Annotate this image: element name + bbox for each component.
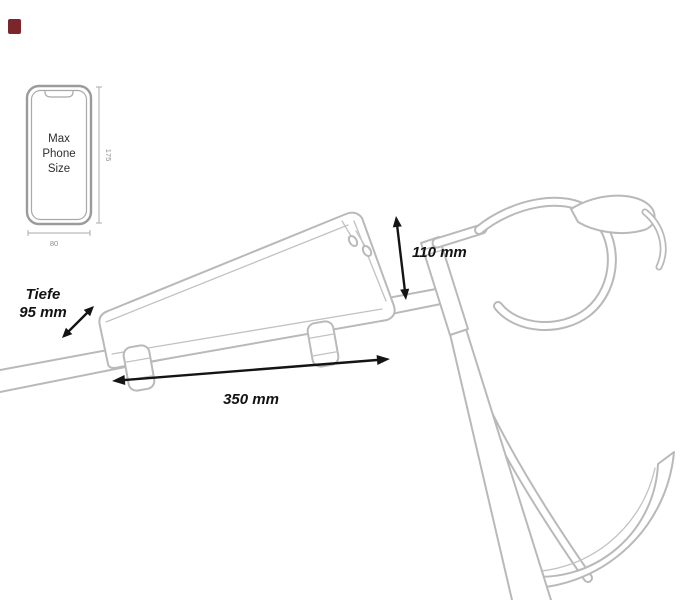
height-arrow-line [396, 225, 406, 291]
zipper-pull-tab-2 [361, 244, 373, 258]
length-arrow-line [123, 358, 379, 382]
bag-base-line [111, 308, 383, 355]
zipper-pull-1 [341, 220, 359, 248]
length-arrowhead-right [376, 355, 390, 365]
zipper-pull-tab-1 [347, 234, 359, 248]
brake-lever-inner [643, 210, 665, 269]
depth-arrowhead-lower [62, 327, 73, 338]
brand-mark [8, 19, 21, 34]
height-arrowhead-bottom [400, 288, 410, 300]
height-arrow [392, 216, 410, 300]
depth-arrowhead-upper [83, 306, 94, 317]
dimension-annotations: Tiefe 95 mm 110 mm 350 mm [19, 216, 467, 408]
bag-side-fold-line [353, 220, 387, 302]
down-tube-right-edge [465, 328, 552, 600]
phone-label-line-3: Size [48, 163, 70, 175]
zipper-pull-2 [355, 230, 373, 258]
height-label: 110 mm [412, 244, 467, 261]
phone-height-label: 175 [104, 149, 113, 162]
phone-label-line-1: Max [48, 133, 70, 145]
bag-zipper-line [105, 224, 349, 323]
drop-handlebar-inner [476, 198, 615, 330]
headset-spacer-line-2 [423, 249, 443, 257]
depth-label-line-2: 95 mm [19, 304, 67, 321]
strap-rear-line-2 [311, 350, 339, 357]
front-fender-detail-line [523, 467, 656, 573]
front-fender [511, 451, 675, 590]
strap-rear [306, 320, 340, 368]
strap-rear-line-1 [308, 333, 336, 340]
depth-arrow [62, 306, 94, 338]
strap-front-line-1 [124, 357, 152, 364]
head-tube [420, 236, 469, 336]
depth-label-line-1: Tiefe [26, 286, 61, 303]
zipper-cord-2 [355, 230, 366, 247]
length-arrowhead-left [112, 375, 126, 385]
brake-hood [570, 194, 656, 235]
phone-label-line-2: Phone [42, 148, 75, 160]
phone-notch [44, 91, 74, 98]
top-tube-bag [98, 211, 396, 392]
phone-size-guide: Max Phone Size 175 80 [25, 84, 113, 248]
phone-screen [30, 89, 88, 221]
height-arrowhead-top [392, 216, 402, 228]
length-arrow [112, 355, 390, 385]
depth-arrow-line [66, 310, 90, 334]
phone-width-label: 80 [50, 239, 58, 248]
length-label: 350 mm [223, 391, 279, 408]
down-tube-left-edge [449, 333, 513, 600]
down-tube-body [450, 329, 551, 600]
phone-outline [25, 84, 93, 226]
zipper-cord-1 [341, 220, 352, 237]
